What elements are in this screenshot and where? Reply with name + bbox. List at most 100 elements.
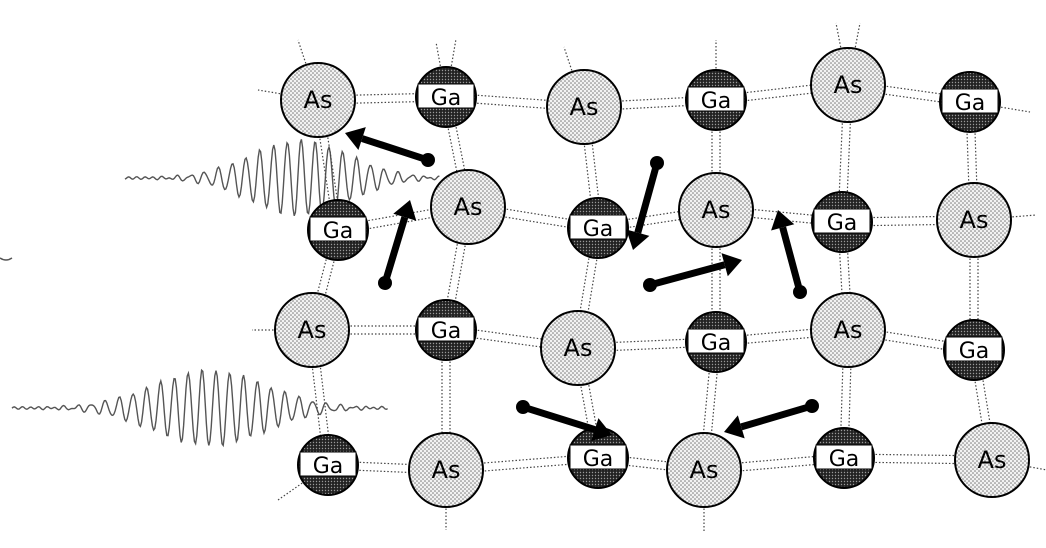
arrow-head bbox=[626, 229, 650, 250]
bond-line bbox=[703, 453, 844, 467]
bond-line bbox=[573, 227, 595, 348]
arsenic-atom-circle bbox=[430, 169, 506, 245]
arsenic-atom: As bbox=[546, 69, 622, 145]
arrow-head bbox=[591, 418, 612, 442]
arrow-shaft bbox=[527, 405, 596, 433]
gallium-label-band bbox=[945, 336, 1003, 362]
arsenic-label: As bbox=[304, 86, 333, 114]
gallium-atom: Ga bbox=[297, 434, 359, 496]
gallium-atom: Ga bbox=[307, 199, 369, 261]
arsenic-atom-circle bbox=[540, 310, 616, 386]
light-pulse-group bbox=[0, 139, 440, 448]
arrow-tail-dot bbox=[421, 153, 435, 167]
arsenic-atom: As bbox=[430, 169, 506, 245]
gallium-atom: Ga bbox=[811, 191, 873, 253]
gallium-label-band bbox=[569, 214, 627, 240]
gallium-label-band bbox=[569, 444, 627, 470]
gallium-atom: Ga bbox=[685, 69, 747, 131]
gallium-atom: Ga bbox=[943, 319, 1005, 381]
gallium-label: Ga bbox=[701, 89, 732, 114]
arrow-head bbox=[721, 253, 742, 277]
gallium-label: Ga bbox=[431, 319, 462, 344]
arsenic-atom-circle bbox=[546, 69, 622, 145]
arsenic-atom: As bbox=[810, 292, 886, 368]
arsenic-label: As bbox=[564, 334, 593, 362]
arsenic-atom-circle bbox=[280, 62, 356, 138]
arsenic-atom: As bbox=[678, 172, 754, 248]
arsenic-atom: As bbox=[810, 47, 886, 123]
arrow-tail-dot bbox=[793, 285, 807, 299]
arsenic-atom-circle bbox=[810, 47, 886, 123]
arsenic-atom-circle bbox=[408, 432, 484, 508]
arrow-shaft bbox=[740, 404, 808, 431]
gallium-label-band bbox=[309, 216, 367, 242]
gallium-label-band bbox=[417, 83, 475, 109]
gallium-label: Ga bbox=[583, 217, 614, 242]
gallium-atom: Ga bbox=[567, 427, 629, 489]
bond-stub bbox=[435, 41, 447, 98]
arsenic-atom: As bbox=[280, 62, 356, 138]
arsenic-label: As bbox=[960, 206, 989, 234]
arrow-shaft bbox=[634, 167, 659, 234]
arsenic-atom-circle bbox=[936, 182, 1012, 258]
arrow-shaft bbox=[361, 135, 424, 162]
displacement-arrow bbox=[626, 156, 664, 250]
arsenic-atom: As bbox=[936, 182, 1012, 258]
gallium-label-band bbox=[687, 86, 745, 112]
bond-stub bbox=[991, 459, 1046, 471]
arsenic-label: As bbox=[702, 196, 731, 224]
arsenic-atom: As bbox=[666, 432, 742, 508]
arrow-head bbox=[345, 127, 366, 150]
arrow-head bbox=[724, 415, 745, 439]
gallium-label-band bbox=[299, 451, 357, 477]
arrow-shaft bbox=[654, 261, 726, 287]
arsenic-atom: As bbox=[540, 310, 616, 386]
gallium-label: Ga bbox=[313, 454, 344, 479]
gallium-atom: Ga bbox=[939, 71, 1001, 133]
arsenic-atom: As bbox=[274, 292, 350, 368]
gallium-label-band bbox=[815, 444, 873, 470]
arsenic-atom-circle bbox=[274, 292, 350, 368]
light-pulse-wave bbox=[124, 139, 440, 217]
arsenic-atom-circle bbox=[678, 172, 754, 248]
bond-group bbox=[307, 80, 997, 475]
gallium-label: Ga bbox=[323, 219, 354, 244]
arrow-head bbox=[393, 200, 417, 221]
gallium-atom: Ga bbox=[567, 197, 629, 259]
gallium-label: Ga bbox=[701, 331, 732, 356]
arrow-head bbox=[771, 210, 795, 231]
gallium-label-band bbox=[687, 328, 745, 354]
arsenic-label: As bbox=[454, 193, 483, 221]
arrow-tail-dot bbox=[378, 276, 392, 290]
arsenic-atom: As bbox=[954, 422, 1030, 498]
displacement-arrow bbox=[345, 127, 435, 167]
displacement-arrow bbox=[724, 399, 819, 439]
gallium-label: Ga bbox=[583, 447, 614, 472]
displacement-arrow-group bbox=[345, 127, 819, 442]
displacement-arrow bbox=[378, 200, 417, 290]
gallium-label: Ga bbox=[827, 211, 858, 236]
gallium-label-band bbox=[417, 316, 475, 342]
bond-line bbox=[704, 461, 845, 475]
bond-stub-group bbox=[252, 22, 1046, 532]
gallium-atom: Ga bbox=[415, 66, 477, 128]
arsenic-label: As bbox=[690, 456, 719, 484]
arrow-tail-dot bbox=[516, 400, 530, 414]
arrow-shaft bbox=[383, 216, 409, 279]
displacement-arrow bbox=[643, 253, 742, 292]
displacement-arrow bbox=[771, 210, 807, 299]
gallium-label: Ga bbox=[431, 86, 462, 111]
light-pulse-wave bbox=[11, 368, 388, 448]
arsenic-label: As bbox=[298, 316, 327, 344]
gallium-atom: Ga bbox=[415, 299, 477, 361]
arsenic-atom-circle bbox=[666, 432, 742, 508]
arrow-tail-dot bbox=[643, 278, 657, 292]
gallium-label: Ga bbox=[959, 339, 990, 364]
arrow-shaft bbox=[779, 226, 802, 288]
bond-line bbox=[581, 228, 603, 349]
arsenic-label: As bbox=[432, 456, 461, 484]
arsenic-atom-circle bbox=[810, 292, 886, 368]
